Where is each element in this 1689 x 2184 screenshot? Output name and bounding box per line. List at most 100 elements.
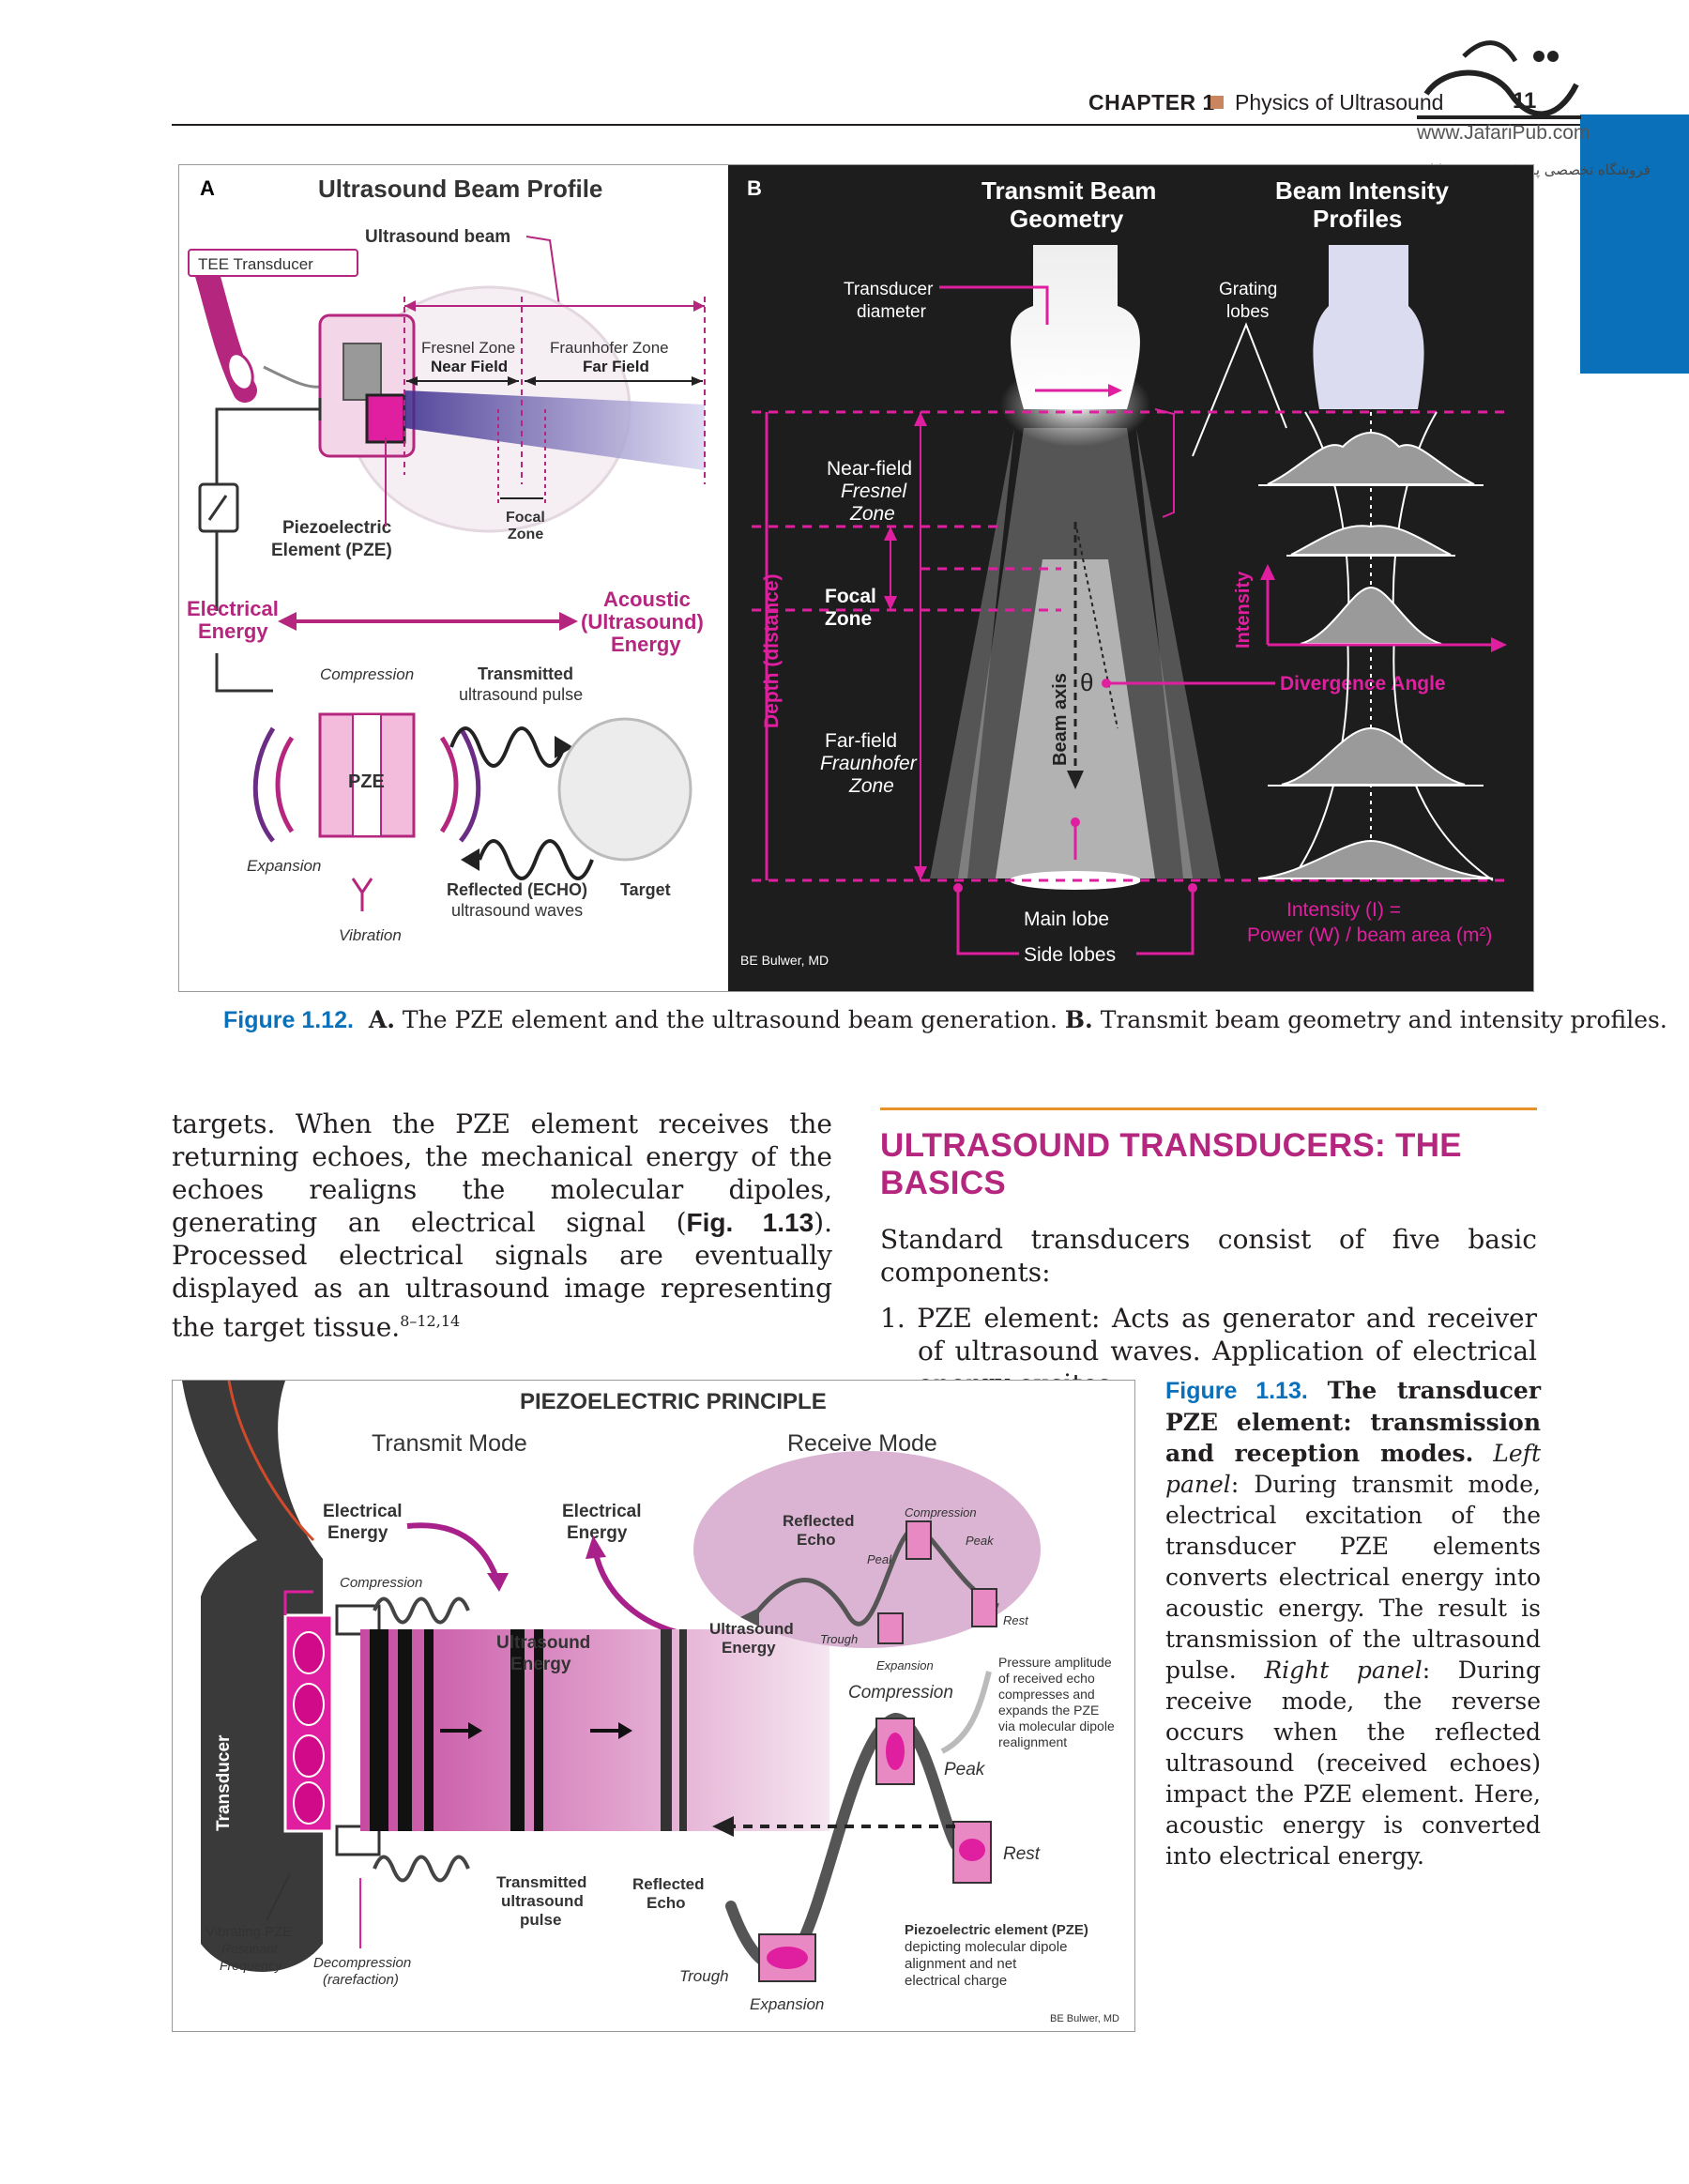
depth-axis-label: Depth (distance)	[761, 573, 783, 728]
fraunhofer-b-label: Fraunhofer	[820, 753, 918, 774]
transducer-diameter-label-2: diameter	[857, 302, 927, 322]
pressure-note-2: of received echo	[998, 1671, 1095, 1686]
body-column-left: targets. When the PZE element receives t…	[172, 1107, 832, 1343]
lobes-label: lobes	[1226, 302, 1269, 322]
intensity-title-line1: Beam Intensity	[1275, 176, 1449, 205]
expansion-small-label: Expansion	[876, 1658, 934, 1672]
trough-big-label: Trough	[679, 1967, 729, 1985]
far-field-b-label: Far-field	[825, 730, 897, 752]
panel-a-letter: A	[200, 176, 215, 200]
electrical-energy-right-2: Energy	[567, 1523, 628, 1543]
target-label: Target	[620, 880, 671, 899]
peak-small-2-label: Peak	[966, 1534, 995, 1548]
section-rule	[880, 1107, 1537, 1110]
caption-left-panel-text: : During transmit mode, electrical excit…	[1165, 1471, 1541, 1684]
pressure-note-4: expands the PZE	[998, 1703, 1099, 1718]
publisher-logo	[1361, 28, 1605, 178]
near-zone-b-label: Zone	[849, 503, 895, 525]
transducer-diameter-label-1: Transducer	[844, 280, 934, 299]
decompression-label: Decompression	[313, 1955, 411, 1971]
ultrasound-beam-label: Ultrasound beam	[365, 227, 510, 247]
side-lobes-label: Side lobes	[1024, 944, 1116, 966]
panel-b-letter: B	[747, 176, 762, 200]
fresnel-b-label: Fresnel	[841, 481, 907, 502]
pze-crystal-icon	[367, 395, 404, 442]
electrical-energy-label: Energy	[198, 619, 268, 643]
caption-a-text: The PZE element and the ultrasound beam …	[403, 1006, 1058, 1033]
electrical-energy-left-2: Energy	[327, 1523, 388, 1543]
figure-1-12: A Ultrasound Beam Profile Ultrasound bea…	[178, 164, 1534, 992]
intensity-formula-line1: Intensity (I) =	[1286, 899, 1401, 921]
focal-b-label: Focal	[825, 586, 876, 607]
theta-symbol: θ	[1080, 668, 1093, 696]
figure-1-13-caption: Figure 1.13. The transducer PZE element:…	[1165, 1375, 1541, 1871]
resonant-label: Resonant	[221, 1941, 279, 1956]
compression-small-label: Compression	[905, 1505, 977, 1520]
caption-right-panel-label: Right panel	[1264, 1657, 1422, 1684]
peak-big-label: Peak	[944, 1760, 986, 1779]
pressure-note-3: compresses and	[998, 1687, 1095, 1702]
transmit-mode-label: Transmit Mode	[372, 1430, 527, 1457]
expansion-label: Expansion	[247, 857, 321, 875]
transducer-label: Transducer	[214, 1734, 234, 1831]
figure-1-13: Transducer PIEZOELECTRIC PRINCIPLE Trans…	[172, 1380, 1135, 2032]
compression-big-label: Compression	[848, 1683, 953, 1703]
panel-a-title: Ultrasound Beam Profile	[318, 175, 602, 203]
expansion-big-label: Expansion	[750, 1995, 824, 2013]
pressure-note-6: realignment	[998, 1734, 1067, 1749]
panel-b-signature: BE Bulwer, MD	[740, 953, 829, 968]
reflected-echo-1: Reflected	[632, 1875, 705, 1893]
citation: 8–12,14	[400, 1312, 460, 1330]
chapter-label: CHAPTER 1	[1088, 90, 1215, 115]
fraunhofer-zone-label: Fraunhofer Zone	[550, 339, 669, 357]
near-field-b-label: Near-field	[827, 458, 912, 480]
electrical-energy-left-1: Electrical	[323, 1502, 403, 1521]
trough-small-label: Trough	[820, 1632, 858, 1646]
divergence-angle-label: Divergence Angle	[1280, 673, 1446, 695]
far-field-label: Far Field	[583, 358, 649, 375]
pze-note-3: alignment and net	[905, 1956, 1017, 1972]
transmitted-pulse-3: pulse	[520, 1911, 561, 1929]
reflected-echo-2: Echo	[647, 1894, 686, 1912]
far-zone-b-label: Zone	[848, 775, 894, 797]
element-pze-label: Element (PZE)	[271, 541, 392, 560]
ultrasound-energy-2: Energy	[510, 1655, 571, 1674]
electrical-label: Electrical	[187, 597, 279, 620]
intro-paragraph: Standard transducers consist of five bas…	[880, 1223, 1537, 1289]
body-column-right: ULTRASOUND TRANSDUCERS: THE BASICS Stand…	[880, 1107, 1537, 1400]
reflected-echo-top-1: Reflected	[783, 1512, 855, 1530]
pze-note-2: depicting molecular dipole	[905, 1939, 1067, 1955]
figure-1-12-number: Figure 1.12.	[223, 1007, 354, 1033]
caption-right-panel-text: : During receive mode, the reverse occur…	[1165, 1657, 1541, 1870]
tee-transducer-label: TEE Transducer	[198, 255, 313, 273]
figure-1-13-title: PIEZOELECTRIC PRINCIPLE	[520, 1389, 827, 1414]
frequency-label: Frequency	[220, 1958, 282, 1973]
focal-zone-label: Zone	[508, 527, 543, 542]
near-field-label: Near Field	[431, 358, 508, 375]
figure-1-12-caption: Figure 1.12. A. The PZE element and the …	[223, 1006, 1667, 1034]
transmit-title-line1: Transmit Beam	[981, 176, 1156, 205]
transmitted-pulse-2: ultrasound	[501, 1892, 584, 1910]
figure-1-13-number: Figure 1.13.	[1165, 1378, 1308, 1404]
reflected-echo-label: Reflected (ECHO)	[447, 880, 587, 899]
figure-1-13-signature: BE Bulwer, MD	[1050, 2013, 1119, 2024]
ultrasound-waves-label: ultrasound waves	[451, 901, 583, 920]
ultrasound-energy-bubble-1: Ultrasound	[709, 1620, 794, 1638]
pze-note-4: electrical charge	[905, 1973, 1007, 1989]
vibration-label: Vibration	[339, 926, 402, 944]
electrical-energy-right-1: Electrical	[562, 1502, 642, 1521]
caption-a-label: A.	[369, 1006, 395, 1033]
rest-big-label: Rest	[1003, 1844, 1041, 1864]
figure-reference-link[interactable]: Fig. 1.13	[687, 1208, 814, 1237]
caption-b-text: Transmit beam geometry and intensity pro…	[1101, 1006, 1667, 1033]
compression-left-label: Compression	[340, 1575, 422, 1591]
focal-zone-b-label: Zone	[825, 608, 872, 630]
pressure-note-5: via molecular dipole	[998, 1718, 1115, 1733]
caption-b-label: B.	[1065, 1006, 1093, 1033]
pze-note-1: Piezoelectric element (PZE)	[905, 1922, 1088, 1938]
rest-small-label: Rest	[1003, 1613, 1029, 1627]
compression-label: Compression	[320, 665, 414, 683]
focal-label: Focal	[506, 510, 545, 526]
beam-axis-label: Beam axis	[1050, 673, 1071, 766]
intensity-formula-line2: Power (W) / beam area (m²)	[1247, 924, 1492, 946]
